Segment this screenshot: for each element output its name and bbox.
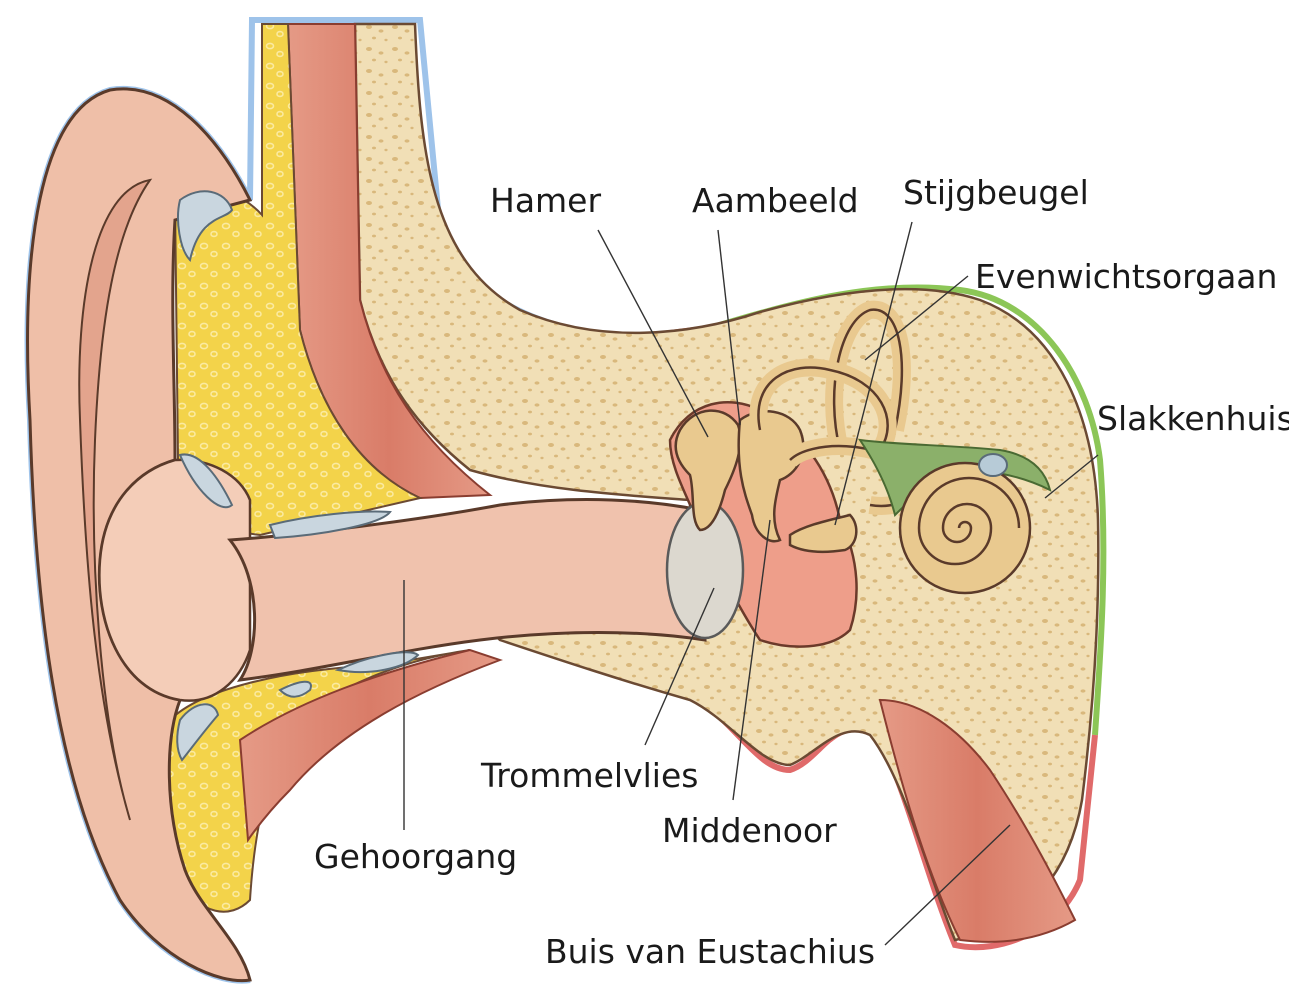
label-evenwichtsorgaan: Evenwichtsorgaan bbox=[975, 257, 1277, 296]
label-slakkenhuis: Slakkenhuis bbox=[1097, 399, 1289, 438]
label-aambeeld: Aambeeld bbox=[692, 181, 859, 220]
label-trommelvlies: Trommelvlies bbox=[480, 756, 698, 795]
label-gehoorgang: Gehoorgang bbox=[314, 837, 517, 876]
label-middenoor: Middenoor bbox=[662, 811, 837, 850]
label-hamer: Hamer bbox=[490, 181, 601, 220]
label-stijgbeugel: Stijgbeugel bbox=[903, 173, 1089, 212]
label-buis-van-eustachius: Buis van Eustachius bbox=[545, 932, 875, 971]
